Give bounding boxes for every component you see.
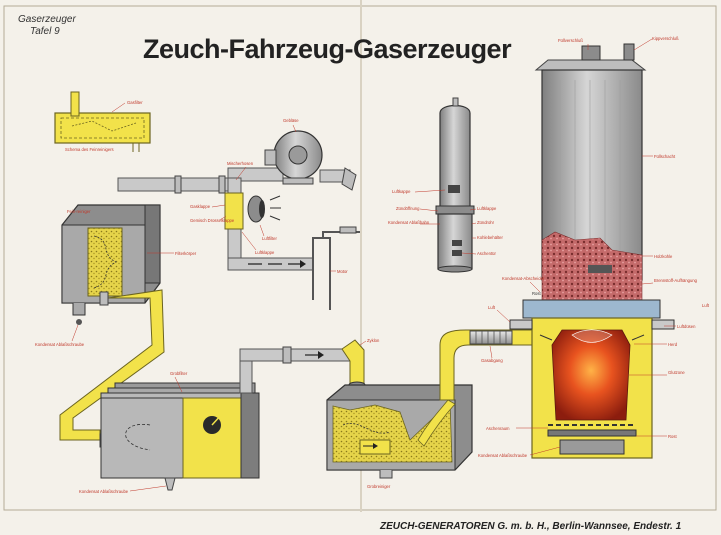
mixer-valves: Mischerhosen Gasklappe Gemisch Drosselkl… [190, 161, 281, 255]
label-rost: Rost [668, 434, 677, 439]
label-luftfilter: Luftfilter [262, 236, 278, 241]
grobfilter: Grobfilter Kondensat Ablaßschraube [79, 371, 260, 494]
plate-number: Tafel 9 [30, 26, 60, 37]
label-brennstoff: Brennstoff-Aufhängung [654, 278, 698, 283]
label-motor: Motor [337, 269, 348, 274]
grobreiniger: Grobreiniger [326, 384, 473, 489]
label-aschenraum: Aschenraum [486, 426, 510, 431]
label-fuellverschluss: Füllverschluß [558, 38, 583, 43]
label-luft2: Luft [702, 303, 710, 308]
motor: Motor [312, 226, 360, 310]
label-luftklappe: Luftklappe [477, 206, 497, 211]
label-kohlesaeule: Holzkohle [654, 254, 673, 259]
label-grobreiniger: Grobreiniger [367, 484, 391, 489]
page-title: Zeuch-Fahrzeug-Gaserzeuger [143, 34, 512, 64]
label-luftklappe-m: Luftklappe [255, 250, 275, 255]
label-luftkappe: Luftkappe [392, 189, 411, 194]
schema-feinreiniger: Gasfilter Schema des Feinreinigers [54, 91, 151, 152]
label-aschentuer: Aschentür [477, 251, 496, 256]
label-gasfilter: Gasfilter [127, 100, 143, 105]
label-luft1: Luft [488, 305, 496, 310]
label-ausgangsrohr: Gasabgang [481, 358, 503, 363]
label-schema: Schema des Feinreinigers [65, 147, 114, 152]
label-grobfilter: Grobfilter [170, 371, 188, 376]
plate-title: Gaserzeuger [18, 14, 76, 25]
label-kondensat1: Kondensat Ablaßschraube [35, 342, 85, 347]
label-kippverschluss: Kippverschluß [652, 36, 679, 41]
small-generator: Luftkappe Zündöffnung Kondensat Ablaßhah… [388, 97, 503, 273]
label-fuellmulde: Füllschacht [654, 154, 676, 159]
label-geblaese: Gebläse [283, 118, 299, 123]
main-generator: Füllverschluß Kippverschluß Füllschacht … [478, 36, 710, 459]
label-zuendrohr: Zündrohr [477, 220, 495, 225]
label-kohlebehaelter: Kohlebehälter [477, 235, 503, 240]
label-feinreiniger: Fein-reiniger [67, 209, 91, 214]
label-zyklon: Zyklon [367, 338, 380, 343]
footer-company: ZEUCH-GENERATOREN G. m. b. H., Berlin-Wa… [379, 521, 682, 532]
label-rostkammer: Rost [532, 291, 541, 296]
blower: Gebläse [264, 118, 323, 185]
label-luftdose: Luftdüsen [677, 324, 696, 329]
label-zuendoeffnung: Zündöffnung [396, 206, 420, 211]
feinreiniger: Fein-reiniger Filterkörper Kondensat Abl… [35, 204, 197, 347]
label-kondensat-sammel: Kondensat-Abscheider [502, 276, 545, 281]
label-herd: Herd [668, 342, 678, 347]
label-kondensat-abl: Kondensat Ablaßhahn [388, 220, 430, 225]
label-filterbox: Filterkörper [175, 251, 197, 256]
label-gemisch: Gemisch Drosselklappe [190, 218, 235, 223]
label-mischer: Mischerhosen [227, 161, 254, 166]
label-kondensat-boden: Kondensat Ablaßschraube [478, 453, 528, 458]
label-glutzone: Glutzone [668, 370, 685, 375]
label-gasklappe: Gasklappe [190, 204, 211, 209]
label-kondensat2: Kondensat Ablaßschraube [79, 489, 129, 494]
